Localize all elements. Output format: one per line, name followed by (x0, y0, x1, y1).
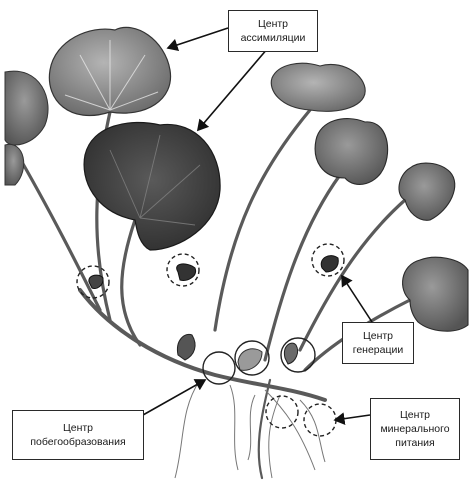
label-shoot-formation: Центр побегообразования (12, 410, 144, 460)
small-bud-5 (321, 256, 338, 272)
label-generation-line-1: Центр (363, 329, 393, 343)
leaf-top-right (271, 63, 365, 111)
label-generation-line-2: генерации (353, 343, 404, 357)
label-generation: Центр генерации (342, 322, 414, 364)
leaves (5, 27, 468, 370)
label-mineral-nutrition-line-1: Центр (400, 408, 430, 422)
small-bud-4 (177, 264, 196, 280)
label-mineral-nutrition-line-3: питания (395, 436, 434, 450)
leaf-bottom-right (403, 257, 468, 331)
circle-shoot-1 (203, 352, 235, 384)
root-stem (259, 380, 270, 478)
petiole-dark-leaf (122, 220, 140, 345)
arrow-assimilation-top (168, 28, 228, 48)
label-assimilation-line-2: ассимиляции (241, 31, 306, 45)
small-bud-2 (238, 349, 262, 371)
arrow-shoot-formation (143, 380, 205, 415)
label-mineral-nutrition-line-2: минерального (380, 422, 449, 436)
arrow-mineral (335, 415, 370, 420)
label-mineral-nutrition: Центр минерального питания (370, 398, 460, 460)
arrow-generation (342, 276, 372, 322)
circle-mineral-1 (266, 396, 298, 428)
leaf-mid-right (315, 119, 388, 185)
leaf-dark-center (84, 123, 220, 250)
small-bud-3 (284, 343, 297, 364)
label-assimilation: Центр ассимиляции (228, 10, 318, 52)
small-bud-6 (89, 275, 103, 288)
label-shoot-formation-line-2: побегообразования (30, 435, 125, 449)
leaf-small-right (399, 163, 455, 220)
petiole-top-right-leaf (215, 110, 310, 330)
label-assimilation-line-1: Центр (258, 17, 288, 31)
small-bud-1 (177, 334, 195, 360)
leaf-left-edge (5, 71, 48, 145)
arrow-assimilation-center (198, 48, 268, 130)
circle-mineral-2 (304, 404, 336, 436)
label-shoot-formation-line-1: Центр (63, 421, 93, 435)
leaf-left-lower (5, 144, 24, 185)
